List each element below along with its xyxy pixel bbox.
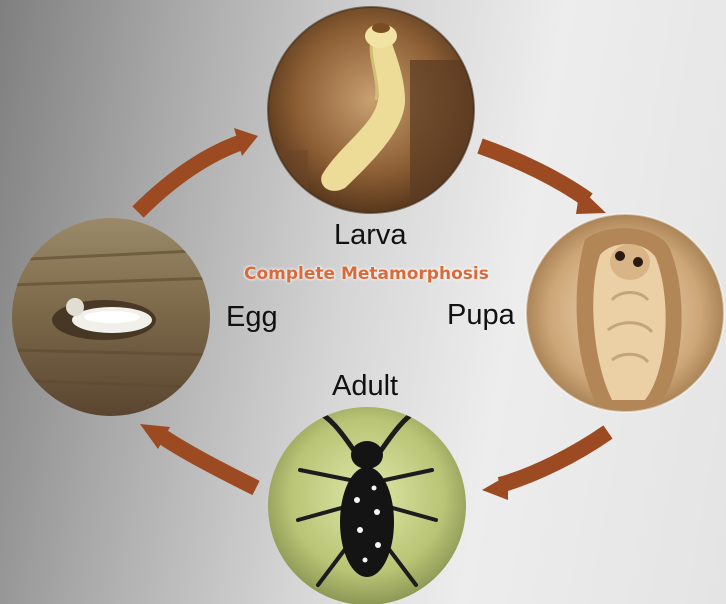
pupa-photo	[526, 214, 724, 412]
arrow-larva-to-pupa	[480, 146, 606, 214]
stage-label-larva: Larva	[334, 221, 407, 250]
adult-beetle-photo	[268, 407, 466, 604]
stage-label-pupa: Pupa	[447, 301, 515, 330]
diagram-title: Complete Metamorphosis	[244, 262, 504, 286]
egg-photo	[10, 218, 215, 416]
arrow-pupa-to-adult	[482, 432, 608, 500]
stage-label-egg: Egg	[226, 303, 278, 332]
arrow-adult-to-egg	[140, 424, 256, 488]
larva-photo	[268, 7, 490, 220]
stage-label-adult: Adult	[332, 372, 398, 401]
arrow-egg-to-larva	[138, 128, 258, 212]
